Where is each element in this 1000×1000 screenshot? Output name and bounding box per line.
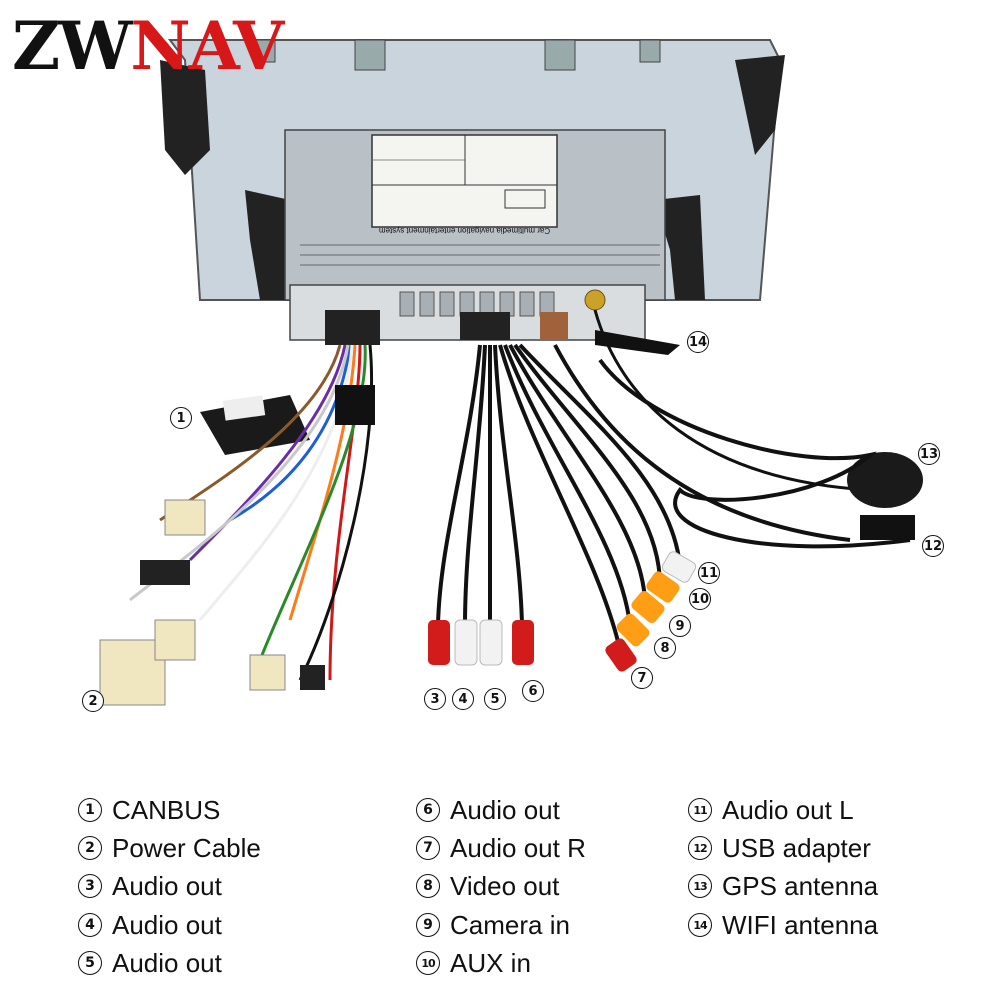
harness-plug: [99, 639, 166, 706]
callout-2: 2: [82, 690, 104, 712]
harness-sleeve: [335, 385, 375, 425]
legend-text: Audio out: [450, 794, 560, 825]
brand-logo-part1: ZW: [12, 7, 132, 85]
side-bracket-left-lower: [245, 190, 290, 300]
callout-8: 8: [654, 637, 676, 659]
callout-12: 12: [922, 535, 944, 557]
legend-number: 9: [416, 913, 440, 937]
legend-text: Camera in: [450, 909, 570, 940]
callout-5: 5: [484, 688, 506, 710]
legend-item: 6 Audio out: [416, 792, 560, 828]
legend-number: 5: [78, 951, 102, 975]
callout-4: 4: [452, 688, 474, 710]
wifi-antenna: [595, 330, 680, 355]
legend-number: 1: [78, 798, 102, 822]
legend-item: 12 USB adapter: [688, 830, 871, 866]
power-connector: [325, 310, 380, 345]
legend-number: 8: [416, 874, 440, 898]
legend-item: 7 Audio out R: [416, 830, 586, 866]
callout-3: 3: [424, 688, 446, 710]
legend-item: 5 Audio out: [78, 945, 222, 981]
mount-clip: [354, 39, 386, 71]
legend-number: 14: [688, 913, 712, 937]
callout-13: 13: [918, 443, 940, 465]
legend-number: 2: [78, 836, 102, 860]
usb-adapter-plug: [860, 515, 915, 540]
legend-text: Audio out: [112, 909, 222, 940]
legend-text: WIFI antenna: [722, 909, 879, 940]
mount-clip: [639, 39, 661, 63]
side-bracket-left: [160, 60, 210, 175]
legend-text: Audio out: [112, 947, 222, 978]
legend-text: Audio out L: [722, 794, 854, 825]
sticker-diagram: [504, 189, 546, 209]
usb-connector: [540, 312, 568, 340]
side-bracket-right: [735, 55, 785, 155]
callout-9: 9: [669, 615, 691, 637]
callout-7: 7: [631, 667, 653, 689]
legend-number: 6: [416, 798, 440, 822]
legend-text: Audio out R: [450, 832, 586, 863]
legend-item: 11 Audio out L: [688, 792, 854, 828]
legend-item: 3 Audio out: [78, 868, 222, 904]
callout-10: 10: [689, 588, 711, 610]
brand-logo: ZWNAV: [12, 7, 284, 85]
legend-number: 7: [416, 836, 440, 860]
legend-item: 14 WIFI antenna: [688, 907, 878, 943]
legend-number: 13: [688, 874, 712, 898]
legend-text: Power Cable: [112, 832, 261, 863]
legend-number: 4: [78, 913, 102, 937]
legend-item: 2 Power Cable: [78, 830, 261, 866]
gps-antenna-puck: [847, 452, 923, 508]
callout-1: 1: [170, 407, 192, 429]
head-unit-illustration: [99, 39, 923, 706]
legend-text: GPS antenna: [722, 870, 879, 901]
brand-logo-part2: NAV: [130, 7, 284, 85]
legend-item: 10 AUX in: [416, 945, 531, 981]
legend-text: USB adapter: [722, 832, 871, 863]
legend-item: 13 GPS antenna: [688, 868, 878, 904]
legend-item: 1 CANBUS: [78, 792, 220, 828]
mount-clip: [254, 39, 276, 63]
mount-clip: [544, 39, 576, 71]
legend-text: Video out: [450, 870, 560, 901]
side-bracket-right-lower: [655, 195, 705, 300]
callout-11: 11: [698, 562, 720, 584]
legend-number: 3: [78, 874, 102, 898]
legend-text: Audio out: [112, 870, 222, 901]
legend-number: 11: [688, 798, 712, 822]
legend-number: 10: [416, 951, 440, 975]
connection-legend: 1 CANBUS 2 Power Cable 3 Audio out 4 Aud…: [0, 790, 1000, 990]
av-connector: [460, 312, 510, 340]
legend-text: CANBUS: [112, 794, 221, 825]
legend-item: 4 Audio out: [78, 907, 222, 943]
legend-item: 9 Camera in: [416, 907, 570, 943]
unit-label: Car multimedia navigation entertainment …: [378, 226, 551, 235]
legend-item: 8 Video out: [416, 868, 559, 904]
gps-sma-port: [584, 289, 606, 311]
callout-6: 6: [522, 680, 544, 702]
rca-plugs: [428, 551, 697, 672]
legend-text: AUX in: [450, 947, 531, 978]
legend-number: 12: [688, 836, 712, 860]
callout-14: 14: [687, 331, 709, 353]
